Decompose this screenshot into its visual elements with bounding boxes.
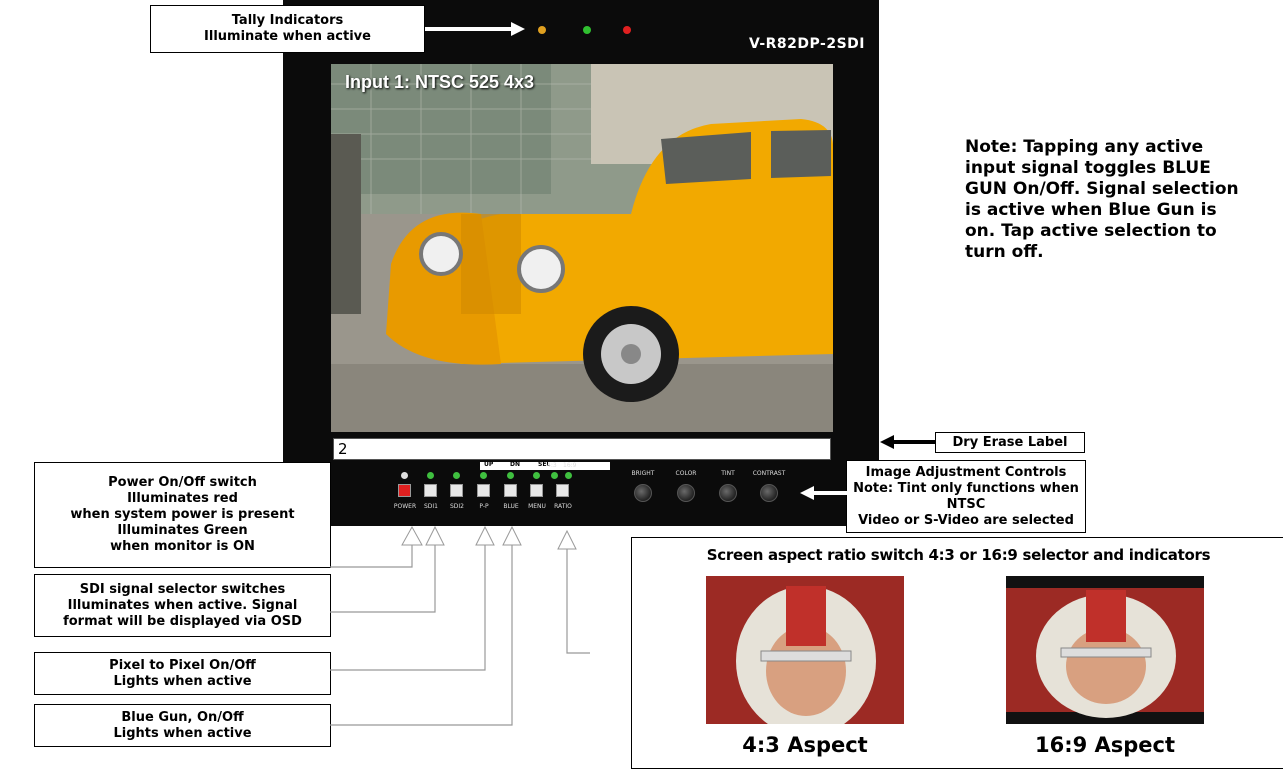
model-name: V-R82DP-2SDI [749,36,865,52]
sdi1-button-label: SDI1 [423,503,438,510]
pixel-callout-line2: Lights when active [113,673,252,689]
monitor-bezel: V-R82DP-2SDI [283,0,879,526]
power-callout: Power On/Off switch Illuminates red when… [34,462,331,568]
dry-erase-label: 2 [333,438,831,460]
sdi-callout-line3: format will be displayed via OSD [63,613,302,629]
ratio-43-led [551,472,558,479]
blue-led [507,472,514,479]
tally-indicator-amber [538,26,546,34]
caption-169: 16:9 Aspect [1034,733,1176,757]
video-screen: Input 1: NTSC 525 4x3 [331,64,833,432]
label-up: UP [484,461,494,468]
note-line3: GUN On/Off. Signal selection [965,179,1239,199]
player-image-43 [706,576,904,724]
color-knob-label: COLOR [675,470,697,477]
blue-button-label: BLUE [503,503,519,510]
pp-led [480,472,487,479]
tally-callout-line1: Tally Indicators [231,13,344,28]
power-callout-line1: Power On/Off switch [108,475,257,490]
blue-button[interactable] [504,484,517,497]
blue-callout: Blue Gun, On/Off Lights when active [34,704,331,747]
label-ratio-43: 4:3 [547,462,557,469]
note-line4: is active when Blue Gun is [965,200,1217,220]
top-label-strip: UP DN SEL [480,461,610,470]
ratio-button[interactable] [556,484,569,497]
power-button-label: POWER [393,503,417,510]
tally-indicator-red [623,26,631,34]
pixel-callout: Pixel to Pixel On/Off Lights when active [34,652,331,695]
tint-knob-label: TINT [721,470,735,477]
sdi-callout-line2: Illuminates when active. Signal [67,597,298,613]
tally-arrow [425,22,525,36]
menu-button[interactable] [530,484,543,497]
power-callout-line3: when system power is present [70,507,295,522]
menu-button-label: MENU [528,503,546,510]
color-knob[interactable] [677,484,695,502]
aspect-title: Screen aspect ratio switch 4:3 or 16:9 s… [706,546,1211,564]
bright-knob[interactable] [634,484,652,502]
pp-button-label: P-P [479,503,489,510]
power-callout-line4: Illuminates Green [117,523,248,538]
image-adjust-arrow [800,486,848,500]
car-image [331,64,833,432]
aspect-169-image [1006,576,1204,724]
blue-callout-line2: Lights when active [113,725,252,741]
label-dn: DN [510,461,521,468]
sdi1-led [427,472,434,479]
contrast-knob-label: CONTRAST [752,470,786,477]
caption-43: 4:3 Aspect [742,733,868,757]
label-ratio-169: 16:9 [563,462,577,469]
note-line2: input signal toggles BLUE [965,158,1211,178]
dry-erase-arrow [880,435,936,449]
sdi-callout-line1: SDI signal selector switches [79,581,286,597]
image-adjust-callout: Image Adjustment Controls Note: Tint onl… [846,460,1086,533]
sdi1-button[interactable] [424,484,437,497]
image-adjust-line1: Image Adjustment Controls [865,464,1067,480]
bright-knob-label: BRIGHT [631,470,655,477]
player-image-169 [1006,576,1204,724]
tally-indicator-green [583,26,591,34]
tally-callout-line2: Illuminate when active [204,29,371,44]
note-line5: on. Tap active selection to [965,221,1217,241]
sdi2-button-label: SDI2 [449,503,464,510]
tally-callout: Tally Indicators Illuminate when active [150,5,425,53]
sdi-callout: SDI signal selector switches Illuminates… [34,574,331,637]
power-button[interactable] [398,484,411,497]
sdi2-led [453,472,460,479]
aspect-ratio-panel: Screen aspect ratio switch 4:3 or 16:9 s… [631,537,1283,769]
label-sel: SEL [538,461,551,468]
power-callout-line2: Illuminates red [127,491,238,506]
power-led [401,472,408,479]
pixel-callout-line1: Pixel to Pixel On/Off [109,657,256,673]
note-line1: Note: Tapping any active [965,137,1204,157]
leader-lines [330,525,590,726]
blue-callout-line1: Blue Gun, On/Off [121,709,244,725]
osd-text: Input 1: NTSC 525 4x3 [345,72,535,92]
dry-erase-callout: Dry Erase Label [935,432,1085,453]
tint-knob[interactable] [719,484,737,502]
ratio-169-led [565,472,572,479]
contrast-knob[interactable] [760,484,778,502]
menu-led [533,472,540,479]
pp-button[interactable] [477,484,490,497]
sdi2-button[interactable] [450,484,463,497]
blue-gun-note: Note: Tapping any active input signal to… [965,137,1283,263]
note-line6: turn off. [965,242,1044,262]
power-callout-line5: when monitor is ON [110,539,255,554]
ratio-button-label: RATIO [554,503,572,510]
image-adjust-line3: Video or S-Video are selected [858,512,1074,528]
aspect-43-image [706,576,904,724]
image-adjust-line2: Note: Tint only functions when NTSC [853,480,1079,512]
